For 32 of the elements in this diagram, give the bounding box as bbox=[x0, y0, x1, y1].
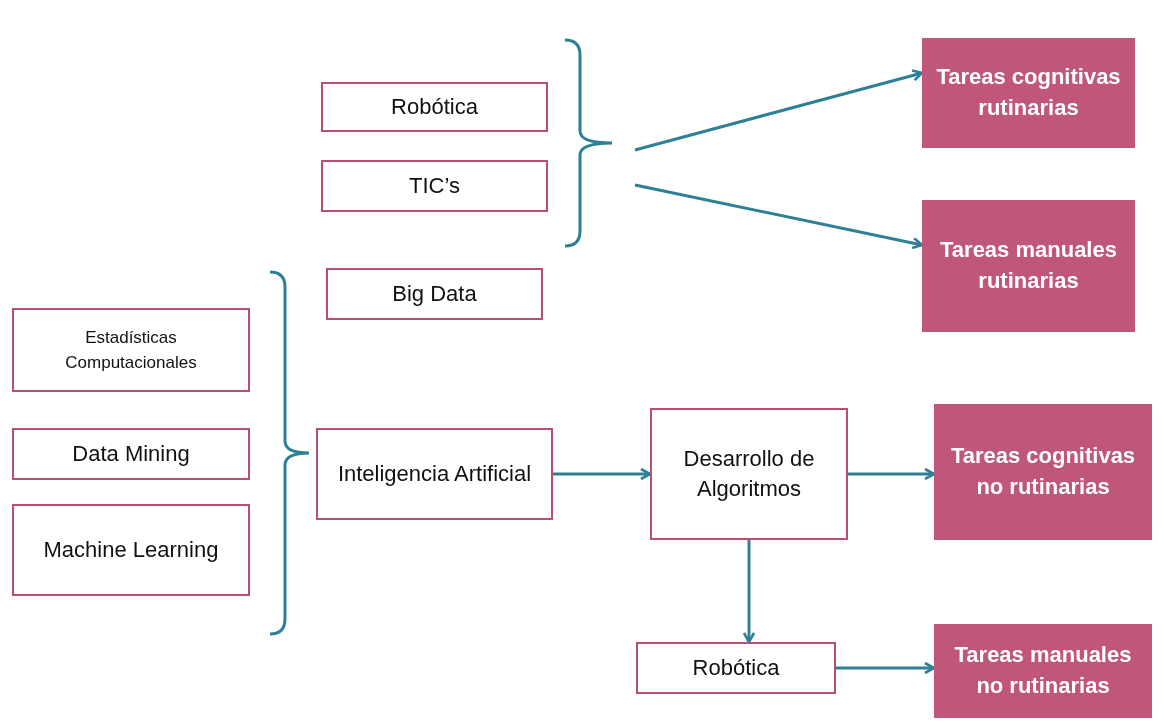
process-box bbox=[12, 428, 250, 480]
box-label: Robótica bbox=[691, 654, 781, 683]
box-label: Tareas cognitivas no rutinarias bbox=[949, 442, 1137, 501]
box-label: Robótica bbox=[390, 93, 479, 122]
process-box bbox=[650, 408, 848, 540]
box-label: Estadísticas Computacionales bbox=[64, 326, 198, 374]
task-box bbox=[934, 624, 1152, 718]
task-box bbox=[922, 38, 1135, 148]
process-box bbox=[321, 82, 548, 132]
box-label: Desarrollo de Algoritmos bbox=[682, 445, 816, 503]
box-label: Tareas cognitivas rutinarias bbox=[935, 63, 1122, 122]
box-label: Tareas manuales rutinarias bbox=[939, 236, 1118, 295]
arrow bbox=[848, 467, 936, 481]
box-label: Inteligencia Artificial bbox=[336, 460, 533, 489]
process-box bbox=[12, 504, 250, 596]
process-box bbox=[12, 308, 250, 392]
process-box bbox=[636, 642, 836, 694]
process-box bbox=[321, 160, 548, 212]
box-label: Data Mining bbox=[71, 440, 191, 469]
arrow bbox=[742, 540, 756, 644]
arrow bbox=[553, 467, 652, 481]
arrow bbox=[634, 183, 924, 250]
arrow bbox=[836, 661, 936, 675]
process-box bbox=[326, 268, 543, 320]
box-label: TIC’s bbox=[408, 172, 461, 201]
task-box bbox=[922, 200, 1135, 332]
task-box bbox=[934, 404, 1152, 540]
box-label: Machine Learning bbox=[42, 536, 220, 565]
arrow bbox=[634, 69, 924, 152]
process-box bbox=[316, 428, 553, 520]
box-label: Big Data bbox=[391, 280, 478, 309]
box-label: Tareas manuales no rutinarias bbox=[953, 641, 1133, 700]
